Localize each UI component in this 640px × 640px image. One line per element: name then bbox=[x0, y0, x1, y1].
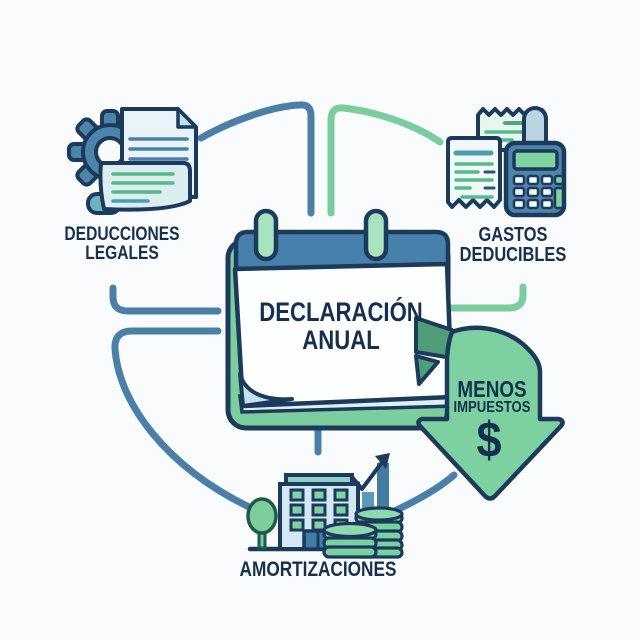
connector-topleft-blue bbox=[197, 101, 315, 217]
impuestos-label: IMPUESTOS bbox=[453, 399, 531, 416]
calculator-screen bbox=[512, 149, 559, 171]
receipt-calculator-icon bbox=[446, 106, 567, 218]
page-curl bbox=[238, 372, 294, 408]
calendar-ring-left bbox=[253, 208, 279, 262]
gastos-deducibles-label: GASTOS DEDUCIBLES bbox=[459, 224, 567, 266]
arrow-body bbox=[416, 325, 565, 501]
declaracion-anual-label: DECLARACIÓN ANUAL bbox=[259, 297, 423, 355]
connector-left-arc bbox=[111, 327, 253, 511]
scroll-icon bbox=[86, 161, 192, 215]
dollar-sign: $ bbox=[476, 412, 502, 468]
connector-left-upper bbox=[109, 284, 222, 315]
calculator-icon bbox=[503, 140, 567, 218]
calendar-icon bbox=[225, 208, 456, 431]
gear-documents-icon bbox=[67, 107, 198, 215]
down-arrow-icon bbox=[414, 316, 565, 501]
calendar-ring-right bbox=[363, 208, 389, 262]
amortizaciones-label: AMORTIZACIONES bbox=[239, 558, 397, 581]
connector-topright-green bbox=[327, 104, 444, 217]
menos-label: MENOS bbox=[457, 376, 527, 402]
coins-icon bbox=[322, 506, 404, 559]
tree-icon bbox=[246, 497, 278, 550]
calendar-header bbox=[233, 229, 451, 275]
deducciones-legales-label: DEDUCCIONES LEGALES bbox=[64, 224, 180, 264]
receipt-front-icon bbox=[446, 136, 502, 209]
connector-right-arc bbox=[384, 471, 458, 518]
building-growth-coins-icon bbox=[246, 453, 404, 559]
calculator-keys bbox=[512, 174, 565, 210]
arrow-fold-lower bbox=[414, 354, 440, 386]
connector-right-green bbox=[434, 283, 527, 312]
